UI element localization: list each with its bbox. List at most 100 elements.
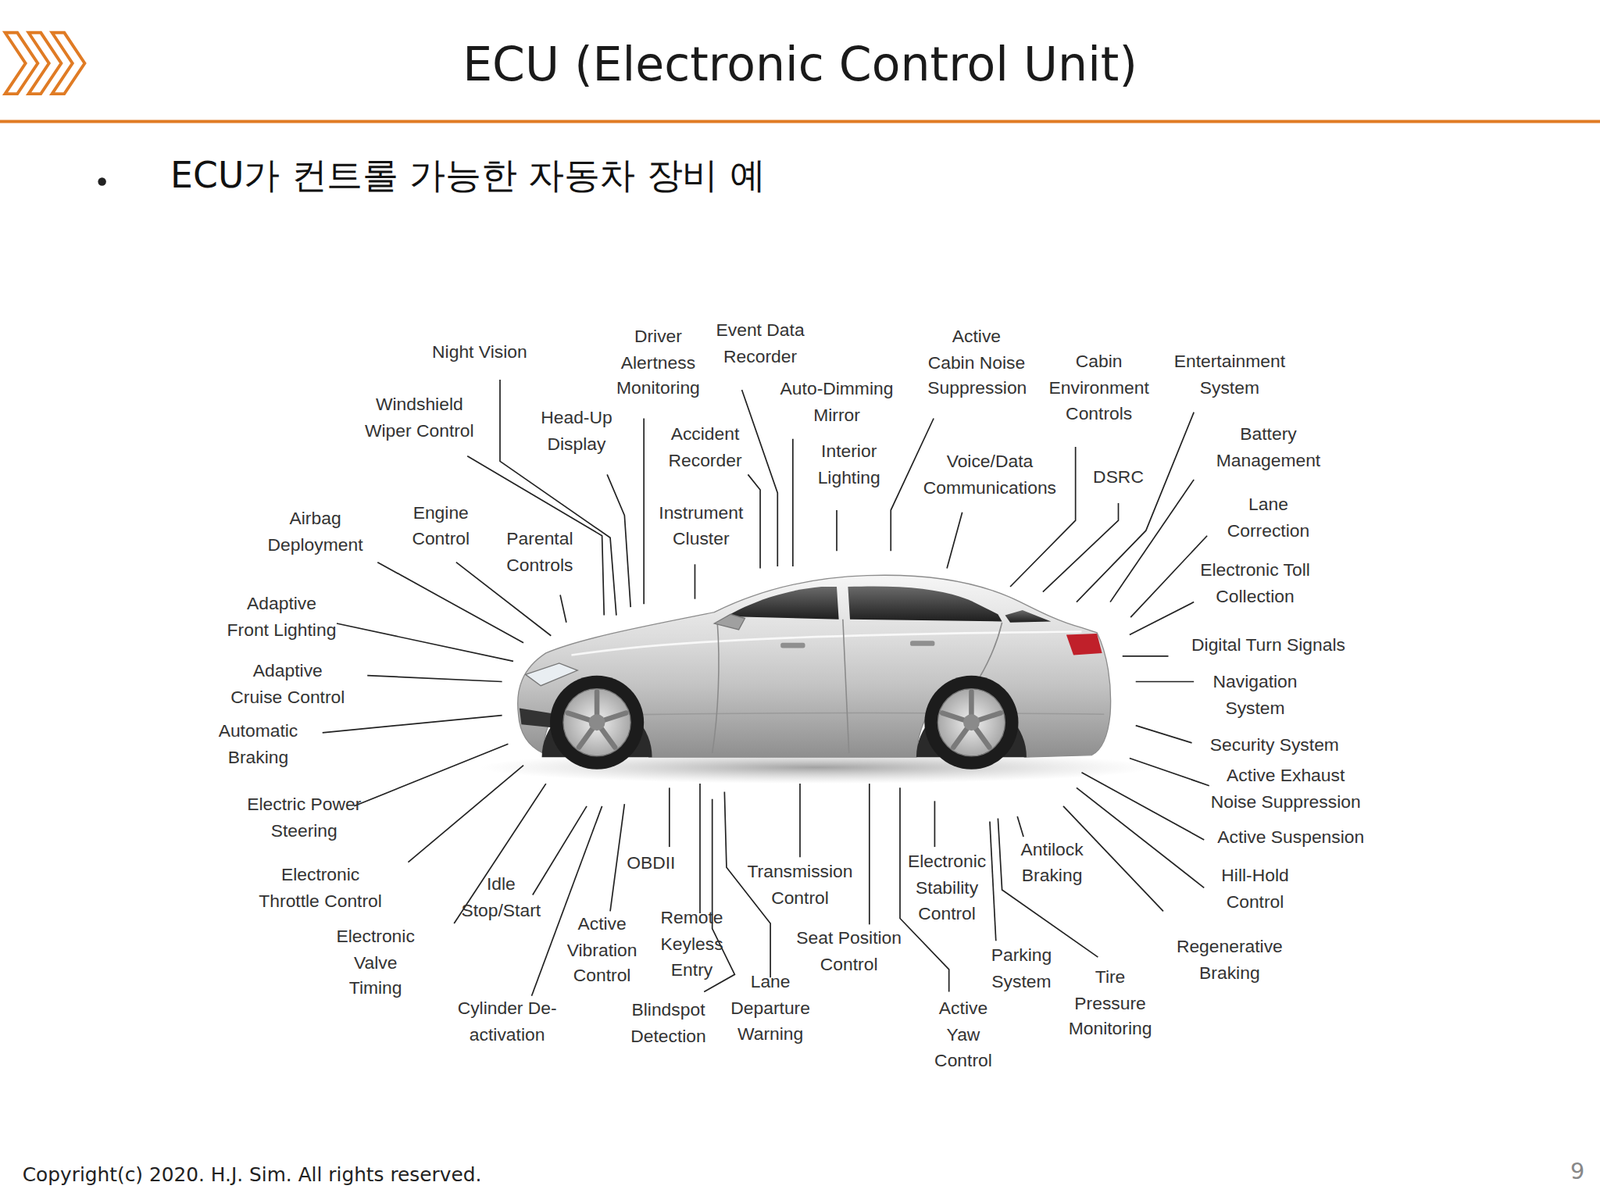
- leader-line: [799, 783, 801, 858]
- leader-line: [1130, 535, 1208, 618]
- hub: [963, 714, 980, 731]
- feature-label: Regenerative Braking: [1173, 933, 1286, 986]
- feature-label: Electronic Valve Timing: [332, 923, 419, 1002]
- leader-line: [1129, 602, 1194, 636]
- leader-line: [467, 456, 604, 616]
- feature-label: Adaptive Cruise Control: [222, 657, 354, 711]
- leader-line: [407, 765, 524, 863]
- slide-title: ECU (Electronic Control Unit): [0, 40, 1600, 88]
- leader-line: [322, 715, 503, 733]
- rim: [937, 689, 1005, 757]
- leader-line: [989, 821, 997, 941]
- feature-label: Antilock Braking: [1015, 836, 1090, 890]
- feature-label: OBDII: [626, 850, 675, 876]
- leader-line: [1129, 757, 1210, 786]
- feature-label: Active Yaw Control: [930, 996, 997, 1075]
- leader-line: [560, 594, 567, 622]
- feature-label: Electronic Stability Control: [903, 849, 991, 928]
- leader-line: [532, 806, 587, 896]
- leader-line: [997, 818, 1098, 958]
- leader-line: [367, 675, 502, 683]
- page-number: 9: [1570, 1160, 1585, 1183]
- leader-line: [500, 379, 617, 616]
- feature-label: Auto-Dimming Mirror: [775, 376, 899, 429]
- feature-label: Active Suspension: [1217, 824, 1365, 850]
- feature-label: Remote Keyless Entry: [657, 905, 727, 984]
- leader-line: [377, 562, 524, 643]
- side-mirror: [714, 614, 745, 630]
- car-wheel: [924, 675, 1018, 770]
- feature-label: Event Data Recorder: [711, 317, 809, 370]
- leader-line: [1042, 503, 1119, 593]
- feature-label: Parental Controls: [501, 526, 579, 579]
- feature-label: Interior Lighting: [810, 439, 888, 492]
- feature-label: Cabin Environment Controls: [1045, 349, 1153, 428]
- leader-line: [1076, 412, 1194, 603]
- rim: [563, 689, 631, 757]
- car-highlight: [571, 631, 1082, 655]
- leader-line: [607, 474, 631, 608]
- leader-line: [668, 787, 671, 847]
- feature-label: Active Vibration Control: [562, 910, 643, 990]
- front-grille: [519, 707, 553, 728]
- leader-line: [1122, 655, 1169, 658]
- leader-line: [1135, 681, 1194, 683]
- leader-line: [353, 743, 508, 807]
- door-handle: [780, 642, 805, 649]
- feature-label: Lane Departure Warning: [725, 969, 816, 1048]
- leader-line: [946, 512, 963, 569]
- leader-line: [835, 510, 838, 551]
- leader-line: [699, 783, 701, 914]
- leader-line: [1110, 479, 1194, 603]
- car-window: [726, 586, 840, 620]
- leader-line: [934, 800, 936, 847]
- feature-label: Cylinder De-activation: [450, 996, 564, 1049]
- feature-label: Battery Management: [1212, 421, 1325, 474]
- feature-label: Blindspot Detection: [626, 996, 711, 1050]
- tire: [550, 675, 644, 770]
- feature-label: Instrument Cluster: [653, 500, 748, 553]
- leader-line: [1135, 725, 1193, 743]
- chevron-icon: [52, 32, 86, 94]
- bullet-text: ECU가 컨트롤 가능한 자동차 장비 예: [170, 157, 765, 194]
- car-window: [1005, 610, 1052, 623]
- feature-label: Adaptive Front Lighting: [219, 590, 344, 643]
- feature-label: Electronic Throttle Control: [241, 862, 400, 915]
- feature-label: Voice/Data Communications: [921, 449, 1059, 502]
- leader-line: [642, 418, 645, 605]
- feature-label: Idle Stop/Start: [455, 871, 548, 924]
- tire: [924, 675, 1018, 770]
- door-handle: [910, 640, 935, 647]
- car-body: [517, 575, 1111, 758]
- leader-line: [694, 564, 697, 599]
- feature-label: Parking System: [985, 942, 1058, 996]
- feature-label: Active Cabin Noise Suppression: [927, 323, 1025, 402]
- feature-label: Automatic Braking: [214, 718, 302, 772]
- door-line: [842, 619, 850, 754]
- hub: [589, 714, 606, 731]
- feature-label: Security System: [1210, 732, 1340, 759]
- door-line: [712, 622, 719, 754]
- feature-label: Windshield Wiper Control: [360, 392, 479, 445]
- feature-label: Seat Position Control: [792, 925, 906, 979]
- feature-label: Navigation System: [1209, 669, 1302, 722]
- taillight: [1066, 633, 1103, 655]
- feature-label: Electric Power Steering: [242, 792, 367, 845]
- feature-label: Electronic Toll Collection: [1197, 557, 1312, 610]
- leader-line: [336, 623, 514, 661]
- headlight: [525, 663, 579, 686]
- leader-line: [792, 439, 794, 567]
- feature-label: Transmission Control: [743, 859, 857, 912]
- leader-line: [747, 474, 761, 568]
- car-window: [847, 585, 1002, 622]
- feature-label: Entertainment System: [1171, 349, 1289, 402]
- feature-label: Digital Turn Signals: [1191, 632, 1346, 659]
- leader-line: [1076, 787, 1204, 888]
- feature-label: Engine Control: [406, 500, 476, 553]
- leader-line: [868, 783, 871, 925]
- feature-label: DSRC: [1092, 464, 1144, 490]
- leader-line: [724, 792, 771, 979]
- feature-label: Driver Alertness Monitoring: [610, 323, 705, 402]
- leader-line: [610, 803, 625, 911]
